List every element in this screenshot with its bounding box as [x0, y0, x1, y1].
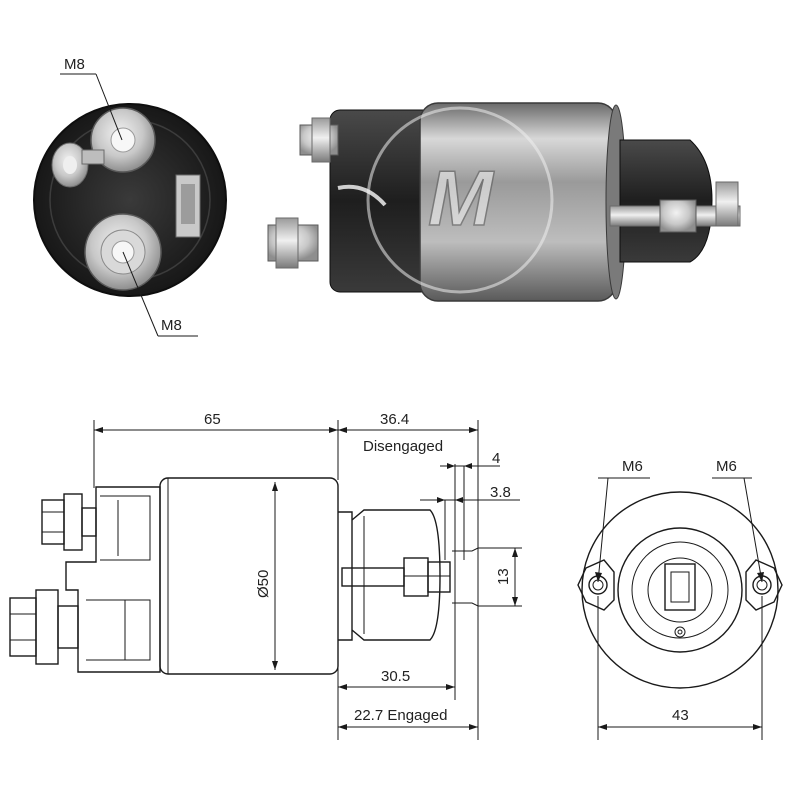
left-m6-label: M6	[622, 458, 643, 475]
plunger-length-value: 30.5	[381, 668, 410, 685]
engaged-value: 22.7 Engaged	[354, 707, 447, 724]
top-m8-callout: M8	[60, 56, 123, 141]
dim-plunger-length: 30.5	[337, 645, 455, 740]
diameter-value: Ø50	[255, 570, 272, 598]
dim-plunger-height: 13	[452, 547, 522, 607]
upper-stud	[299, 117, 339, 163]
brand-logo-watermark: M	[366, 106, 554, 294]
mount-width-value: 43	[672, 707, 689, 724]
top-terminal-stud	[90, 107, 156, 173]
bottom-m8-callout: M8	[122, 251, 198, 337]
dim-mount-width: 43	[597, 596, 763, 740]
drawing-lower-stud	[9, 589, 79, 665]
top-m8-label: M8	[64, 56, 85, 73]
gap-38-value: 3.8	[490, 484, 511, 501]
right-m6-label: M6	[716, 458, 737, 475]
gap-4-value: 4	[492, 450, 500, 467]
side-view-photo: M	[267, 102, 741, 302]
lower-stud	[267, 217, 319, 269]
plunger-height-value: 13	[495, 568, 512, 585]
spade-connector	[175, 174, 201, 238]
bottom-m8-label: M8	[161, 317, 182, 334]
dim-engaged: 22.7 Engaged	[338, 707, 478, 730]
drawing-upper-stud	[41, 493, 97, 551]
logo-letter: M	[428, 154, 495, 242]
side-terminal	[51, 142, 105, 188]
side-elevation-drawing	[9, 477, 451, 675]
end-cap-photo	[33, 103, 227, 297]
length-value: 65	[204, 411, 221, 428]
dim-diameter: Ø50	[255, 482, 278, 670]
dim-gap-4: 4	[440, 450, 500, 700]
disengaged-value: 36.4	[380, 411, 409, 428]
dim-disengaged: 36.4 Disengaged	[338, 411, 479, 740]
left-m6-callout: M6	[595, 458, 650, 583]
disengaged-text: Disengaged	[363, 438, 443, 455]
dim-gap-38: 3.8	[420, 484, 520, 560]
right-m6-callout: M6	[712, 458, 764, 583]
dim-length: 65	[93, 411, 339, 488]
